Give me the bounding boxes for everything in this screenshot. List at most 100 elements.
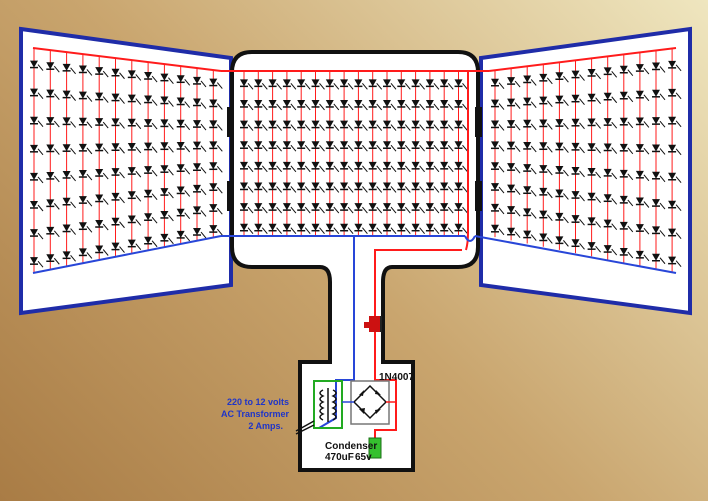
led	[368, 182, 383, 193]
led	[454, 223, 468, 235]
led	[668, 60, 682, 72]
led	[30, 229, 44, 240]
led	[193, 184, 207, 196]
led	[340, 161, 354, 173]
led	[619, 169, 634, 181]
diode-label: 1N4007	[379, 372, 414, 383]
led	[440, 182, 454, 193]
led	[397, 99, 411, 111]
led	[46, 171, 60, 183]
led	[111, 143, 125, 154]
led	[144, 72, 158, 83]
bridge-rectifier	[342, 380, 396, 425]
led	[176, 119, 191, 131]
led	[78, 65, 93, 76]
led	[571, 239, 585, 250]
capacitor-voltage-label: 65v	[355, 452, 372, 463]
led	[555, 95, 569, 107]
led	[340, 182, 354, 193]
led	[587, 143, 601, 154]
led	[507, 98, 521, 109]
led	[354, 203, 368, 214]
led	[635, 90, 650, 102]
led	[78, 170, 93, 181]
led	[571, 118, 585, 130]
led	[340, 120, 354, 131]
led	[144, 166, 158, 177]
led	[668, 144, 682, 156]
led	[254, 223, 268, 235]
led	[282, 120, 297, 131]
led	[209, 162, 223, 173]
led	[507, 163, 521, 174]
led	[668, 172, 682, 184]
led	[46, 199, 60, 210]
led	[440, 99, 454, 111]
led	[587, 167, 601, 179]
led	[160, 188, 174, 199]
led	[311, 223, 325, 235]
led	[30, 60, 44, 71]
hinge-left-bottom	[227, 181, 234, 211]
led	[240, 141, 254, 152]
led	[209, 225, 223, 236]
led	[603, 194, 618, 205]
led	[144, 236, 158, 248]
led	[523, 119, 537, 131]
led	[507, 206, 521, 217]
led	[587, 192, 601, 204]
led	[635, 170, 650, 182]
led	[454, 99, 468, 111]
led	[95, 194, 109, 205]
led	[297, 203, 311, 214]
led	[652, 144, 666, 155]
led	[176, 97, 191, 108]
led	[127, 215, 142, 226]
led	[46, 254, 60, 265]
led	[603, 245, 618, 256]
led	[282, 79, 297, 90]
led	[411, 99, 425, 111]
led	[652, 199, 666, 210]
led	[603, 219, 618, 230]
led	[555, 142, 569, 153]
led	[176, 141, 191, 153]
led	[368, 120, 383, 131]
led	[209, 204, 223, 215]
led	[491, 203, 505, 215]
led	[62, 197, 76, 209]
led	[411, 223, 425, 235]
led	[268, 203, 282, 214]
led	[282, 182, 297, 193]
led	[127, 167, 142, 178]
led	[397, 161, 411, 173]
led	[571, 191, 585, 202]
led	[425, 120, 440, 131]
led	[282, 99, 297, 111]
led	[368, 141, 383, 152]
transformer-body	[313, 380, 343, 429]
led	[268, 182, 282, 193]
led	[619, 91, 634, 103]
led	[619, 143, 634, 155]
led	[507, 120, 521, 131]
led	[160, 142, 174, 153]
led	[491, 224, 505, 236]
led	[160, 233, 174, 245]
led	[652, 171, 666, 183]
led	[297, 223, 311, 235]
led	[652, 253, 666, 265]
led	[325, 203, 340, 214]
led	[46, 144, 60, 155]
led	[440, 223, 454, 235]
led	[111, 217, 125, 229]
led	[523, 186, 537, 197]
led	[268, 79, 282, 90]
led	[507, 77, 521, 88]
led	[254, 79, 268, 90]
led	[425, 161, 440, 173]
led	[523, 230, 537, 241]
led	[411, 182, 425, 193]
led	[397, 79, 411, 90]
led	[254, 120, 268, 131]
